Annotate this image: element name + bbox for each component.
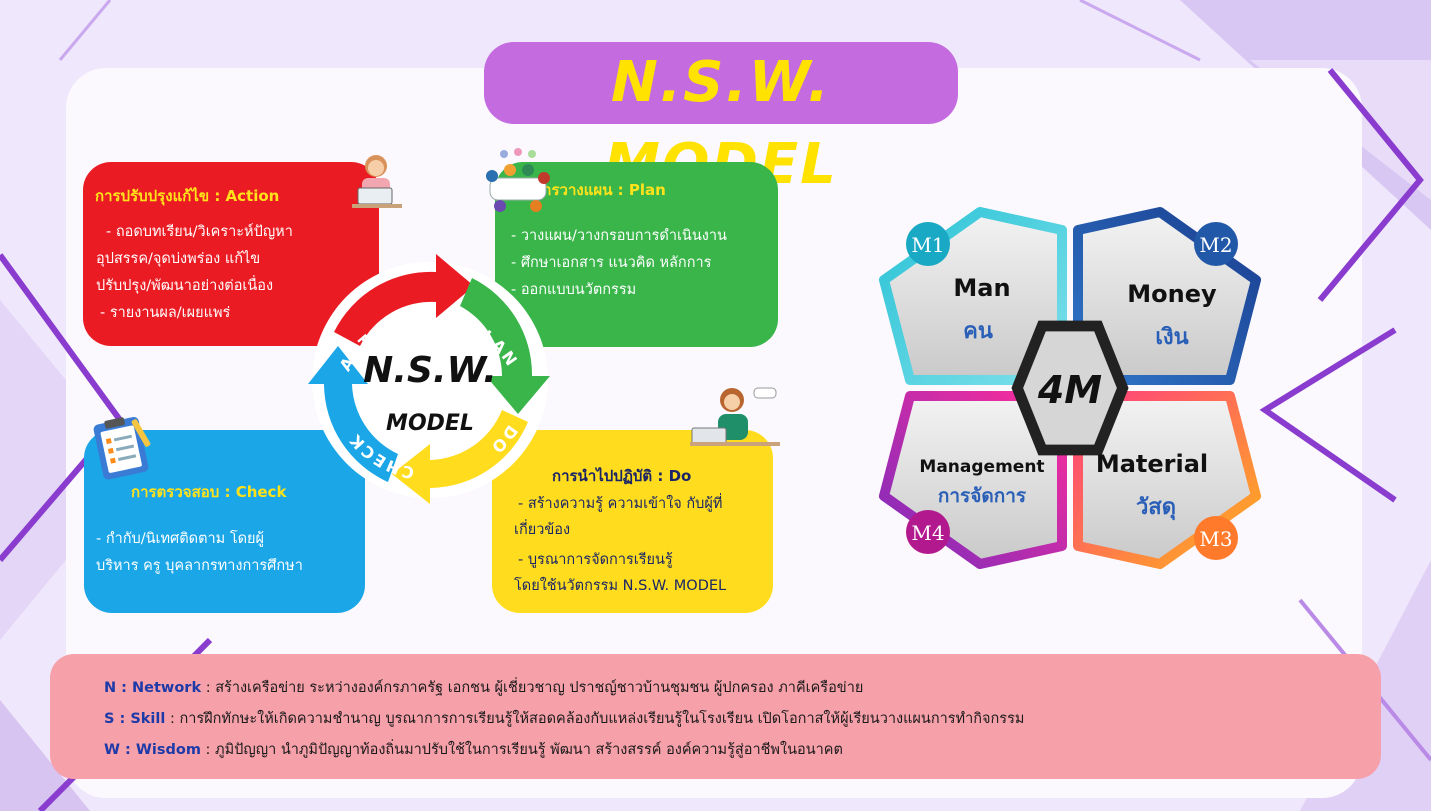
definition-network: N : Network : สร้างเครือข่าย ระหว่างองค์… — [104, 676, 863, 699]
plan-item: - ออกแบบนวัตกรรม — [511, 282, 637, 298]
management-thai-label: การจัดการ — [938, 485, 1027, 507]
action-item: - รายงานผล/เผยแพร่ — [100, 305, 231, 321]
m4-badge — [906, 510, 950, 554]
m4-badge-label: M4 — [911, 521, 944, 545]
action-panel — [83, 162, 379, 346]
do-item: - สร้างความรู้ ความเข้าใจ กับผู้ที่ — [518, 496, 723, 512]
check-item: บริหาร ครู บุคลากรทางการศึกษา — [96, 558, 303, 574]
action-item: - ถอดบทเรียน/วิเคราะห์ปัญหา — [106, 224, 293, 240]
man-thai-label: คน — [963, 319, 993, 344]
action-item: อุปสรรค/จุดบ่งพร่อง แก้ไข — [96, 251, 261, 267]
definition-text: : ภูมิปัญญา นำภูมิปัญญาท้องถิ่นมาปรับใช้… — [200, 742, 843, 758]
m2-badge — [1194, 222, 1238, 266]
clipboard-checklist-icon — [93, 416, 151, 480]
man-label: Man — [953, 274, 1010, 302]
action-item: ปรับปรุง/พัฒนาอย่างต่อเนื่อง — [96, 278, 274, 294]
m1-badge — [906, 222, 950, 266]
management-label: Management — [919, 457, 1044, 477]
action-arrow — [334, 254, 474, 346]
definition-key: N : Network — [104, 680, 202, 696]
teacher-laptop-illustration — [352, 155, 402, 208]
m3-badge — [1194, 516, 1238, 560]
definition-text: : สร้างเครือข่าย ระหว่างองค์กรภาครัฐ เอก… — [201, 680, 864, 696]
definition-skill: S : Skill : การฝึกทักษะให้เกิดความชำนาญ … — [104, 707, 1024, 730]
definition-key: S : Skill — [104, 711, 166, 727]
do-item: เกี่ยวข้อง — [514, 522, 571, 538]
plan-panel-title: การวางแผน : Plan — [534, 181, 666, 199]
definitions-box — [50, 654, 1381, 779]
plan-arrow — [460, 278, 550, 414]
material-thai-label: วัสดุ — [1136, 495, 1176, 521]
do-panel-title: การนำไปปฏิบัติ : Do — [552, 467, 692, 485]
money-label: Money — [1127, 280, 1217, 308]
four-m-center-label: 4M — [1037, 368, 1102, 412]
definition-text: : การฝึกทักษะให้เกิดความชำนาญ บูรณาการกา… — [165, 711, 1025, 727]
center-hexagon — [1011, 320, 1129, 456]
check-panel-title: การตรวจสอบ : Check — [131, 483, 287, 501]
check-arrow — [308, 346, 398, 482]
plan-item: - ศึกษาเอกสาร แนวคิด หลักการ — [511, 255, 712, 271]
material-label: Material — [1096, 450, 1208, 478]
m1-badge-label: M1 — [911, 233, 944, 257]
m2-badge-label: M2 — [1199, 233, 1232, 257]
title-banner — [484, 42, 958, 124]
do-arrow — [392, 410, 528, 504]
page-title: N.S.W. MODEL — [604, 50, 836, 197]
do-item: - บูรณาการจัดการเรียนรู้ — [518, 552, 673, 568]
definition-wisdom: W : Wisdom : ภูมิปัญญา นำภูมิปัญญาท้องถิ… — [104, 738, 843, 761]
pdca-cycle: ACTION PLAN DO CHECK N.S.W. MODEL — [308, 254, 550, 504]
plan-item: - วางแผน/วางกรอบการดำเนินงาน — [511, 228, 727, 244]
do-item: โดยใช้นวัตกรรม N.S.W. MODEL — [514, 578, 727, 594]
check-item: - กำกับ/นิเทศติดตาม โดยผู้ — [96, 531, 265, 547]
action-panel-title: การปรับปรุงแก้ไข : Action — [95, 187, 280, 205]
do-panel — [492, 430, 773, 613]
money-thai-label: เงิน — [1155, 325, 1188, 350]
cycle-center-title: N.S.W. — [363, 350, 497, 391]
definition-key: W : Wisdom — [104, 742, 201, 758]
woman-laptop-illustration — [690, 387, 780, 446]
four-m-diagram: 4M M1 M2 M3 M4 Man คน Money เงิน Materia… — [879, 207, 1261, 569]
cycle-center-subtitle: MODEL — [386, 411, 474, 436]
meeting-illustration — [486, 148, 550, 212]
m3-badge-label: M3 — [1199, 527, 1232, 551]
